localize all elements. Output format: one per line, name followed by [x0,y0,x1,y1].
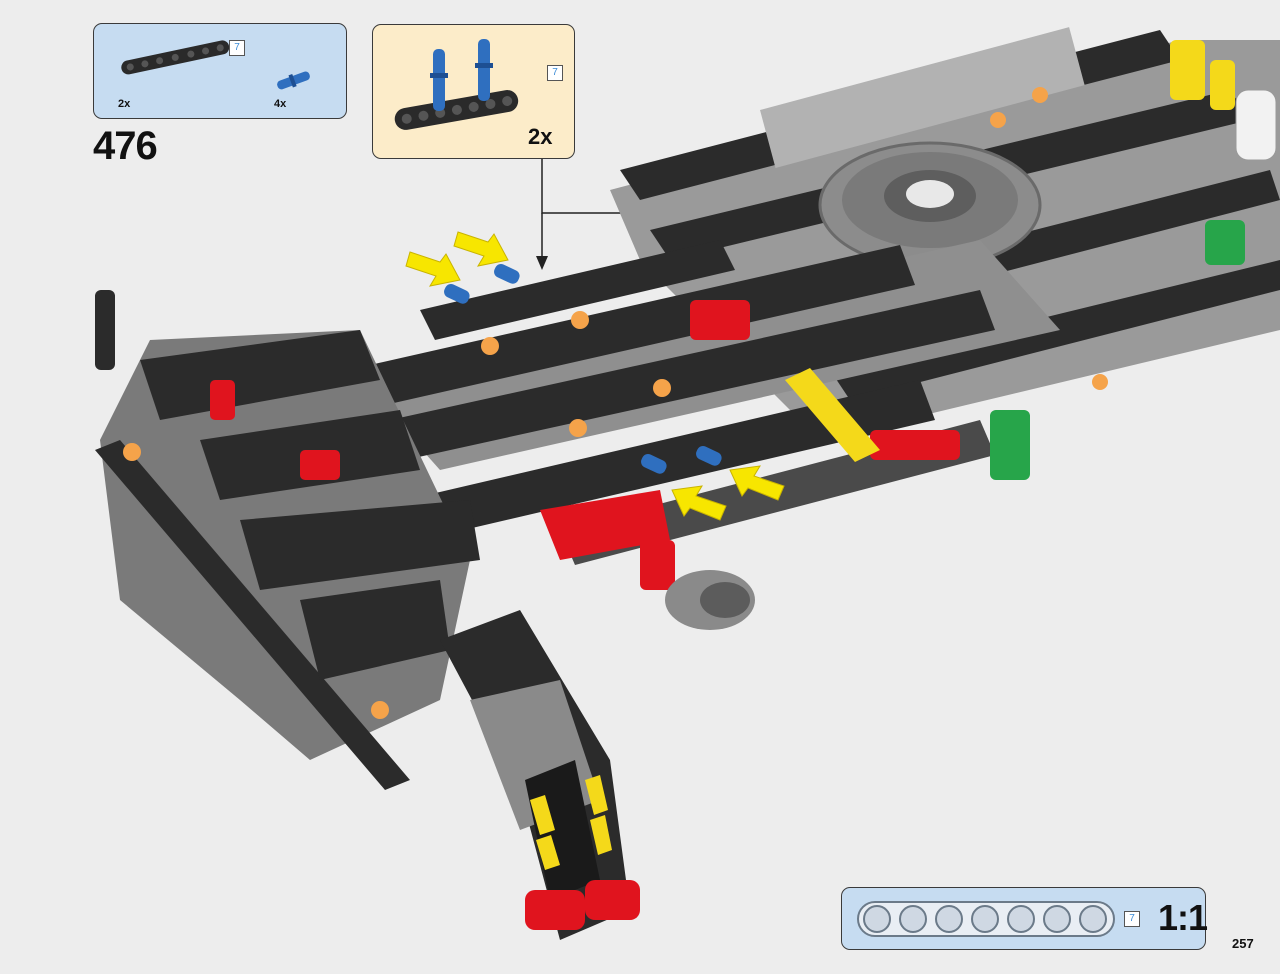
scale-ruler: 7 [841,887,1206,950]
parts-badge: 7 [229,40,245,56]
beam-quantity: 2x [118,98,131,110]
parts-list-callout: 7 2x 4x [93,23,347,119]
orange-pins [123,87,1108,719]
insertion-arrows [405,231,785,521]
page-number: 257 [1232,936,1254,951]
outrigger-leg [440,610,640,940]
step-number: 476 [93,124,158,168]
scale-badge: 7 [1124,911,1140,927]
leader-arrowhead [536,256,548,270]
scale-holes [863,905,1107,933]
motor-unit [665,570,755,630]
subassembly-illustration [394,39,519,130]
beam-part-icon [121,40,230,75]
blue-pins [444,263,722,474]
subassembly-pin-icon [430,39,493,111]
subassembly-beam-icon [394,90,519,130]
frame-front [95,290,480,790]
frame-rear [610,27,1280,440]
scale-beam-illustration [857,901,1115,937]
red-parts [210,300,960,590]
subassembly-callout: 7 [372,24,575,159]
leader-arrowhead [681,392,693,406]
parts-list-illustration [121,40,310,90]
subassembly-quantity: 2x [528,124,553,149]
scale-label: 1:1 [1158,897,1208,938]
subassembly-badge: 7 [547,65,563,81]
pin-quantity: 4x [274,98,287,110]
frame-main [320,240,1060,565]
hazard-stripes [530,775,612,870]
accent-parts [785,40,1277,480]
subassembly-leader [541,159,688,398]
axle-pin-icon [277,71,310,90]
turntable-gear [818,141,1042,269]
